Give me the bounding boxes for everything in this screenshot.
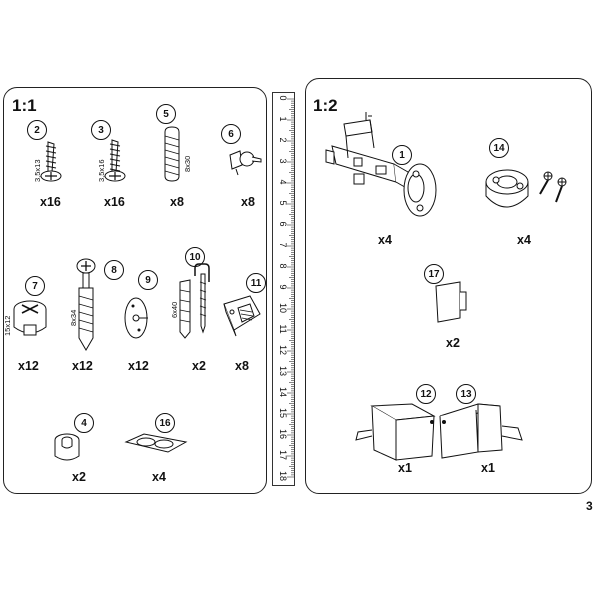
- quantity-13: x1: [481, 461, 495, 475]
- felt-pads-icon: [124, 432, 188, 456]
- quantity-4: x2: [72, 470, 86, 484]
- part-number-14: 14: [489, 138, 509, 158]
- part-dimension-5: 8x30: [183, 155, 192, 172]
- quantity-8: x12: [72, 359, 93, 373]
- cabinet-hinge-icon: [324, 112, 440, 226]
- ruler-label: 3: [278, 158, 288, 164]
- ruler-label: 11: [278, 324, 288, 334]
- quantity-2: x16: [40, 195, 61, 209]
- part-number-8: 8: [104, 260, 124, 280]
- quantity-12: x1: [398, 461, 412, 475]
- left-parts-panel: [3, 87, 267, 494]
- screw-icon: [104, 139, 128, 186]
- cam-lock-icon: [12, 299, 48, 341]
- part-number-17: 17: [424, 264, 444, 284]
- connector-bracket-icon: [220, 290, 264, 337]
- ruler-label: 17: [278, 449, 288, 460]
- ruler-label: 13: [278, 365, 288, 376]
- ruler-label: 9: [278, 284, 288, 290]
- furniture-glide-icon: [52, 432, 82, 466]
- quantity-5: x8: [170, 195, 184, 209]
- quantity-6: x8: [241, 195, 255, 209]
- ruler-label: 15: [278, 407, 288, 418]
- connector-bolt-icon: [74, 258, 98, 354]
- scale-label-left: 1:1: [12, 96, 37, 115]
- ruler-label: 14: [278, 386, 288, 397]
- screw-icon: [40, 141, 64, 186]
- part-dimension-7: 15x12: [3, 315, 12, 336]
- quantity-7: x12: [18, 359, 39, 373]
- part-dimension-10: 6x40: [170, 301, 179, 318]
- washer-plate-icon: [122, 296, 152, 340]
- shelf-clip-icon: [432, 280, 472, 324]
- part-number-11: 11: [246, 273, 266, 293]
- part-number-1: 1: [392, 145, 412, 165]
- part-number-16: 16: [155, 413, 175, 433]
- part-number-7: 7: [25, 276, 45, 296]
- wall-anchor-icon: [175, 262, 215, 342]
- quantity-14: x4: [517, 233, 531, 247]
- part-dimension-8: 8x34: [69, 309, 78, 326]
- part-number-4: 4: [74, 413, 94, 433]
- shelf-support-icon: [228, 147, 262, 177]
- right-parts-panel: [305, 78, 592, 494]
- hinge-plate-icon: [482, 162, 572, 222]
- ruler-label: 12: [278, 344, 288, 355]
- quantity-16: x4: [152, 470, 166, 484]
- wooden-dowel-icon: [162, 126, 182, 182]
- part-number-12: 12: [416, 384, 436, 404]
- ruler-label: 16: [278, 428, 288, 439]
- quantity-1: x4: [378, 233, 392, 247]
- left-cover-cap-icon: [352, 400, 436, 464]
- ruler-label: 6: [278, 221, 288, 227]
- right-cover-cap-icon: [438, 400, 526, 464]
- ruler-label: 18: [278, 470, 288, 481]
- part-number-6: 6: [221, 124, 241, 144]
- ruler-label: 4: [278, 179, 288, 185]
- part-number-5: 5: [156, 104, 176, 124]
- ruler-label: 7: [278, 242, 288, 248]
- ruler-label: 10: [278, 302, 288, 313]
- part-number-2: 2: [27, 120, 47, 140]
- page-number: 3: [586, 499, 593, 513]
- quantity-9: x12: [128, 359, 149, 373]
- ruler-label: 0: [278, 95, 288, 101]
- quantity-3: x16: [104, 195, 125, 209]
- part-number-9: 9: [138, 270, 158, 290]
- part-number-13: 13: [456, 384, 476, 404]
- part-number-3: 3: [91, 120, 111, 140]
- quantity-10: x2: [192, 359, 206, 373]
- ruler-label: 5: [278, 200, 288, 206]
- ruler-label: 1: [278, 116, 288, 122]
- quantity-11: x8: [235, 359, 249, 373]
- ruler-label: 8: [278, 263, 288, 269]
- ruler-label: 2: [278, 137, 288, 143]
- quantity-17: x2: [446, 336, 460, 350]
- scale-label-right: 1:2: [313, 96, 338, 115]
